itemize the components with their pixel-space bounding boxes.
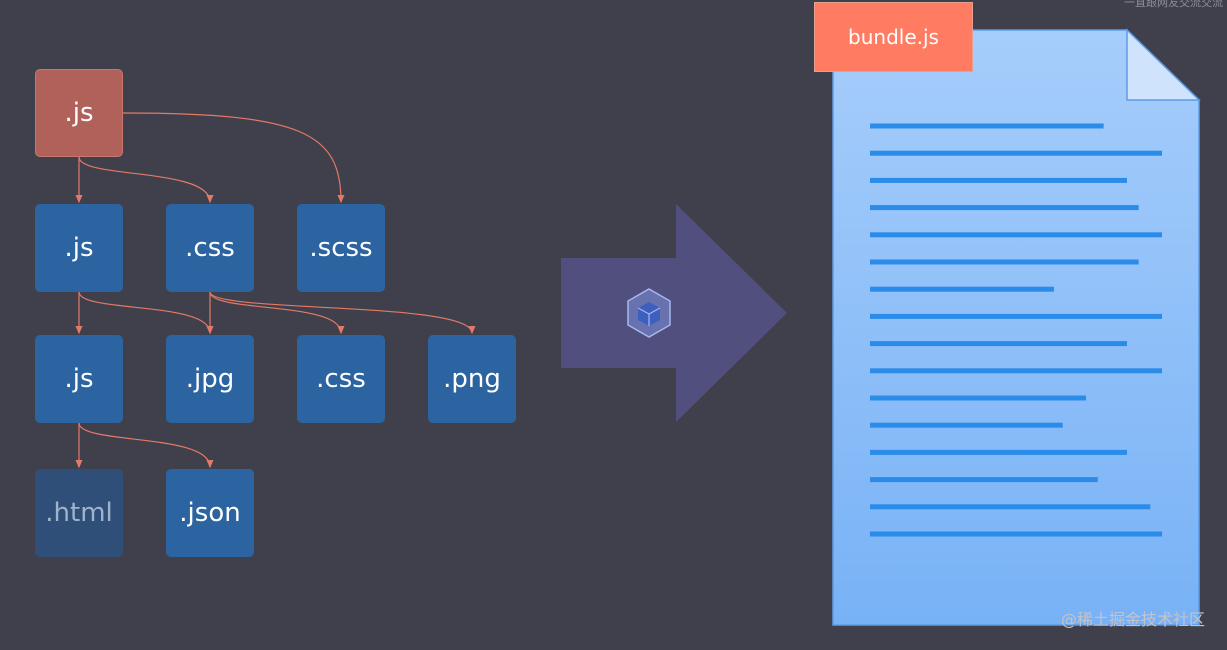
file-node-label: .js <box>64 364 94 394</box>
content-line <box>870 395 1087 401</box>
content-line <box>870 259 1139 265</box>
file-node-label: .js <box>64 233 94 263</box>
content-line <box>870 150 1162 156</box>
file-node-label: .jpg <box>185 364 235 394</box>
bundle-filename: bundle.js <box>848 25 939 49</box>
content-line <box>870 123 1104 129</box>
file-node-css-2: .css <box>297 335 385 423</box>
content-line <box>870 205 1139 211</box>
file-node-root-js: .js <box>35 69 123 157</box>
content-line <box>870 449 1127 455</box>
content-line <box>870 504 1151 510</box>
edge-js-3-to-json <box>78 422 214 469</box>
edge-root-js-to-css-1 <box>78 156 214 204</box>
content-line <box>870 368 1162 374</box>
site-watermark: @稀土掘金技术社区 <box>1060 610 1205 629</box>
bundle-filename-tab: bundle.js <box>814 2 973 72</box>
content-line <box>870 232 1162 238</box>
file-node-json: .json <box>166 469 254 557</box>
file-node-label: .html <box>45 498 113 528</box>
edge-root-js-to-scss <box>122 112 345 204</box>
content-line <box>870 477 1098 483</box>
edge-js-2-to-jpg <box>78 291 214 335</box>
file-node-label: .css <box>316 364 366 394</box>
file-node-label: .scss <box>309 233 373 263</box>
content-line <box>870 531 1162 537</box>
file-node-js-3: .js <box>35 335 123 423</box>
file-node-label: .json <box>179 498 241 528</box>
webpack-cube-icon <box>627 288 671 338</box>
file-node-html: .html <box>35 469 123 557</box>
top-watermark: 一直跟网友交流交流 <box>1124 0 1223 9</box>
content-line <box>870 341 1127 347</box>
content-line <box>870 286 1054 292</box>
file-node-scss: .scss <box>297 204 385 292</box>
file-node-label: .js <box>64 98 94 128</box>
content-line <box>870 313 1162 319</box>
file-node-png: .png <box>428 335 516 423</box>
file-node-jpg: .jpg <box>166 335 254 423</box>
content-line <box>870 177 1127 183</box>
content-line <box>870 422 1063 428</box>
edge-css-1-to-css-2 <box>209 291 345 335</box>
file-node-label: .css <box>185 233 235 263</box>
bundle-content-lines <box>870 123 1162 537</box>
file-node-js-2: .js <box>35 204 123 292</box>
file-node-label: .png <box>443 364 501 394</box>
file-node-css-1: .css <box>166 204 254 292</box>
edge-css-1-to-png <box>209 291 476 335</box>
